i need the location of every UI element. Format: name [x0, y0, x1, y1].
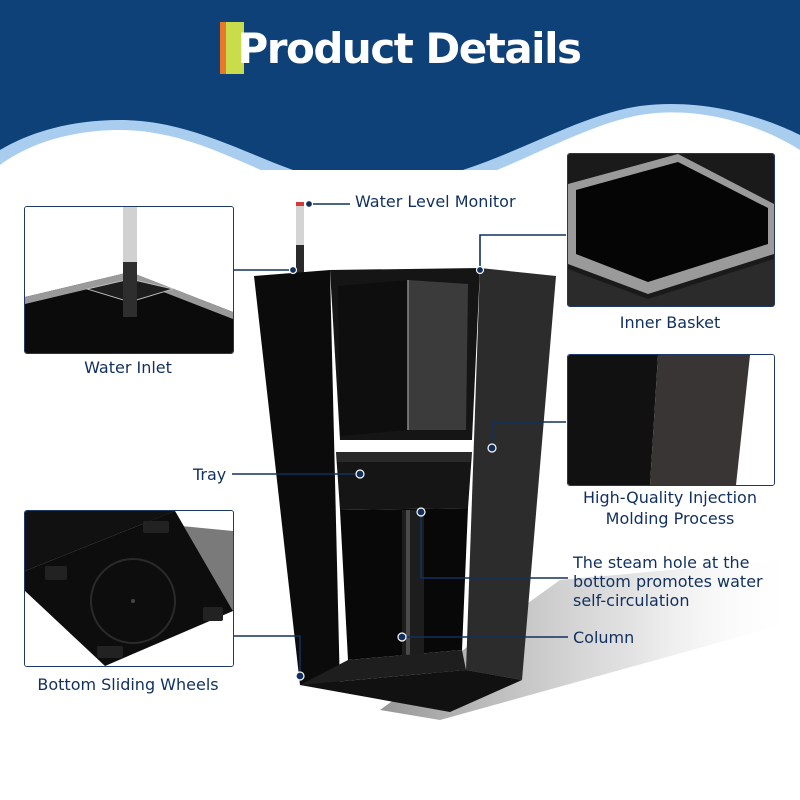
bottom-wheels-image: [25, 511, 233, 666]
planter-illustration: [254, 202, 556, 712]
label-molding-line2: Molding Process: [605, 509, 735, 528]
panel-molding: [567, 354, 775, 486]
label-steam-line2: bottom promotes water: [573, 572, 763, 591]
water-level-tube: [296, 202, 304, 262]
label-steam-line1: The steam hole at the: [573, 553, 750, 572]
water-inlet-image: [25, 207, 233, 353]
title-text: Product Details: [237, 23, 582, 73]
label-inner-basket: Inner Basket: [619, 313, 721, 332]
label-bottom-wheels: Bottom Sliding Wheels: [37, 675, 219, 694]
label-steam-line3: self-circulation: [573, 591, 690, 610]
panel-water-inlet: [24, 206, 234, 354]
panel-bottom-wheels: [24, 510, 234, 667]
label-water-level-monitor: Water Level Monitor: [355, 192, 516, 211]
label-molding-line1: High-Quality Injection: [583, 488, 757, 507]
title-accent-mark: [219, 22, 244, 74]
label-tray: Tray: [193, 465, 227, 484]
header-banner: [0, 0, 800, 170]
page-title: Product Details: [0, 18, 800, 78]
label-water-inlet: Water Inlet: [84, 358, 172, 377]
panel-inner-basket: [567, 153, 775, 307]
label-column: Column: [573, 628, 635, 647]
molding-image: [568, 355, 774, 485]
inner-basket-image: [568, 154, 774, 306]
